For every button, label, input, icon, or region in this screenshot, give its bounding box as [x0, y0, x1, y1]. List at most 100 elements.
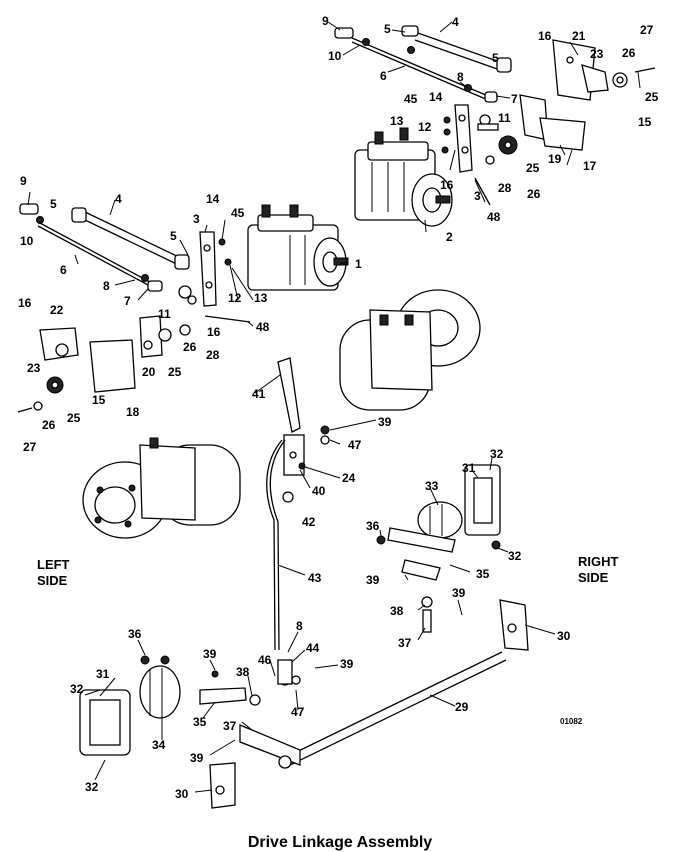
- callout-48: 48: [487, 210, 501, 224]
- right-pedal-assembly: [376, 464, 501, 633]
- callout-38: 38: [390, 604, 404, 618]
- left-side-label-line2: SIDE: [37, 573, 68, 588]
- callout-35: 35: [193, 715, 207, 729]
- callout-35: 35: [476, 567, 490, 581]
- right-wheel-motor: [339, 289, 481, 411]
- callout-16: 16: [440, 178, 454, 192]
- callout-39: 39: [366, 573, 380, 587]
- callout-27: 27: [640, 23, 654, 37]
- callout-36: 36: [128, 627, 142, 641]
- callout-3: 3: [193, 212, 200, 226]
- callout-8: 8: [457, 70, 464, 84]
- left-linkage-rods: [19, 203, 190, 292]
- callout-15: 15: [92, 393, 106, 407]
- callout-16: 16: [207, 325, 221, 339]
- callout-32: 32: [508, 549, 522, 563]
- diagram-title: Drive Linkage Assembly: [247, 834, 433, 851]
- callout-19: 19: [548, 152, 562, 166]
- left-wheel-motor: [82, 437, 241, 539]
- left-pedal-assembly: [79, 655, 301, 756]
- callout-47: 47: [348, 438, 362, 452]
- callout-25: 25: [67, 411, 81, 425]
- callout-7: 7: [511, 92, 518, 106]
- cross-shaft: [209, 599, 529, 809]
- callout-39: 39: [190, 751, 204, 765]
- callout-34: 34: [152, 738, 166, 752]
- callout-15: 15: [638, 115, 652, 129]
- callout-13: 13: [390, 114, 404, 128]
- callout-28: 28: [498, 181, 512, 195]
- callout-39: 39: [203, 647, 217, 661]
- right-linkage-rods: [334, 25, 512, 103]
- callout-23: 23: [590, 47, 604, 61]
- callout-8: 8: [103, 279, 110, 293]
- callout-4: 4: [452, 15, 459, 29]
- right-side-label: RIGHT SIDE: [578, 554, 618, 586]
- right-control-arm: [441, 104, 491, 206]
- callout-10: 10: [20, 234, 34, 248]
- callout-44: 44: [306, 641, 320, 655]
- callout-18: 18: [126, 405, 140, 419]
- callout-7: 7: [124, 294, 131, 308]
- callout-25: 25: [168, 365, 182, 379]
- callout-31: 31: [96, 667, 110, 681]
- callout-16: 16: [18, 296, 32, 310]
- leader-lines: [27, 21, 641, 793]
- callout-26: 26: [622, 46, 636, 60]
- callout-38: 38: [236, 665, 250, 679]
- callout-25: 25: [645, 90, 659, 104]
- callout-5: 5: [170, 229, 177, 243]
- callout-23: 23: [27, 361, 41, 375]
- callout-42: 42: [302, 515, 316, 529]
- callout-47: 47: [291, 705, 305, 719]
- callout-26: 26: [42, 418, 56, 432]
- callout-12: 12: [228, 291, 242, 305]
- callout-32: 32: [85, 780, 99, 794]
- callout-24: 24: [342, 471, 356, 485]
- right-bracket-assembly: [485, 39, 656, 165]
- callout-13: 13: [254, 291, 268, 305]
- callout-39: 39: [378, 415, 392, 429]
- right-hydraulic-pump: [354, 114, 499, 227]
- callout-29: 29: [455, 700, 469, 714]
- callout-20: 20: [142, 365, 156, 379]
- callout-11: 11: [158, 307, 171, 321]
- right-side-label-line2: SIDE: [578, 570, 609, 585]
- left-side-label-line1: LEFT: [37, 557, 70, 572]
- callout-36: 36: [366, 519, 380, 533]
- callout-6: 6: [60, 263, 67, 277]
- callout-40: 40: [312, 484, 326, 498]
- callout-14: 14: [206, 192, 220, 206]
- callout-37: 37: [223, 719, 237, 733]
- callout-4: 4: [115, 192, 122, 206]
- callout-22: 22: [50, 303, 64, 317]
- callout-numbers: 9 5 4 10 6 5 8 7 45 14 12 11 13 16 21 23…: [18, 14, 659, 801]
- callout-9: 9: [20, 174, 27, 188]
- callout-8: 8: [296, 619, 303, 633]
- callout-30: 30: [175, 787, 189, 801]
- left-bracket-assembly: [17, 315, 191, 413]
- callout-37: 37: [398, 636, 412, 650]
- callout-9: 9: [322, 14, 329, 28]
- callout-43: 43: [308, 571, 322, 585]
- callout-1: 1: [355, 257, 362, 271]
- callout-5: 5: [492, 51, 499, 65]
- callout-5: 5: [50, 197, 57, 211]
- callout-26: 26: [527, 187, 541, 201]
- callout-21: 21: [572, 29, 586, 43]
- callout-48: 48: [256, 320, 270, 334]
- callout-16: 16: [538, 29, 552, 43]
- callout-25: 25: [526, 161, 540, 175]
- callout-14: 14: [429, 90, 443, 104]
- callout-17: 17: [583, 159, 597, 173]
- callout-32: 32: [70, 682, 84, 696]
- callout-12: 12: [418, 120, 432, 134]
- control-lever: [266, 357, 330, 651]
- callout-11: 11: [498, 111, 511, 125]
- callout-45: 45: [231, 206, 245, 220]
- callout-10: 10: [328, 49, 342, 63]
- callout-6: 6: [380, 69, 387, 83]
- drawing-code: 01082: [560, 717, 583, 726]
- left-side-label: LEFT SIDE: [37, 557, 70, 589]
